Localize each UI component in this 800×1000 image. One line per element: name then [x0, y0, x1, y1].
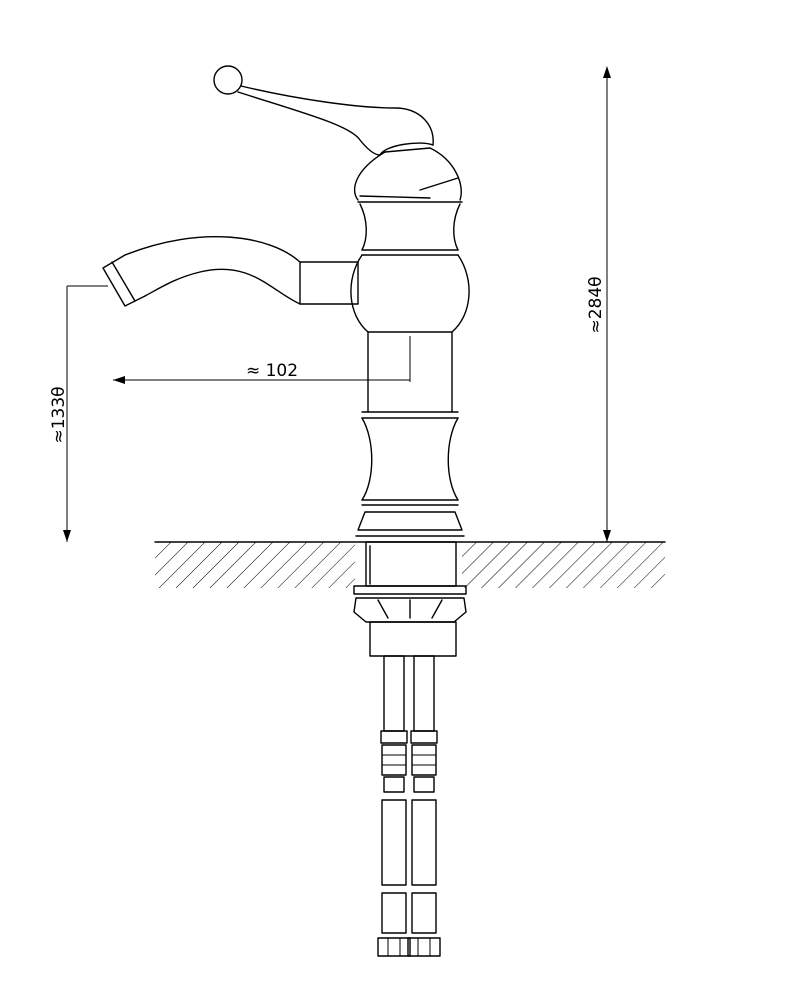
- handle-cap: [354, 147, 463, 203]
- supply-hoses: [377, 655, 441, 957]
- faucet-upper-body: [350, 203, 470, 333]
- dimension-total-height: ≈284θ: [586, 66, 611, 542]
- spout-height-label: ≈133θ: [49, 386, 69, 443]
- mounting-shank: [353, 541, 467, 657]
- countertop-section: [154, 541, 666, 588]
- spout-reach-label: ≈ 102: [246, 361, 298, 381]
- faucet-stem: [355, 331, 465, 537]
- total-height-label: ≈284θ: [586, 276, 606, 333]
- dimension-spout-reach: ≈ 102: [113, 336, 411, 384]
- spout: [102, 235, 359, 307]
- handle-lever: [213, 65, 434, 156]
- dimension-spout-height: ≈133θ: [49, 285, 108, 542]
